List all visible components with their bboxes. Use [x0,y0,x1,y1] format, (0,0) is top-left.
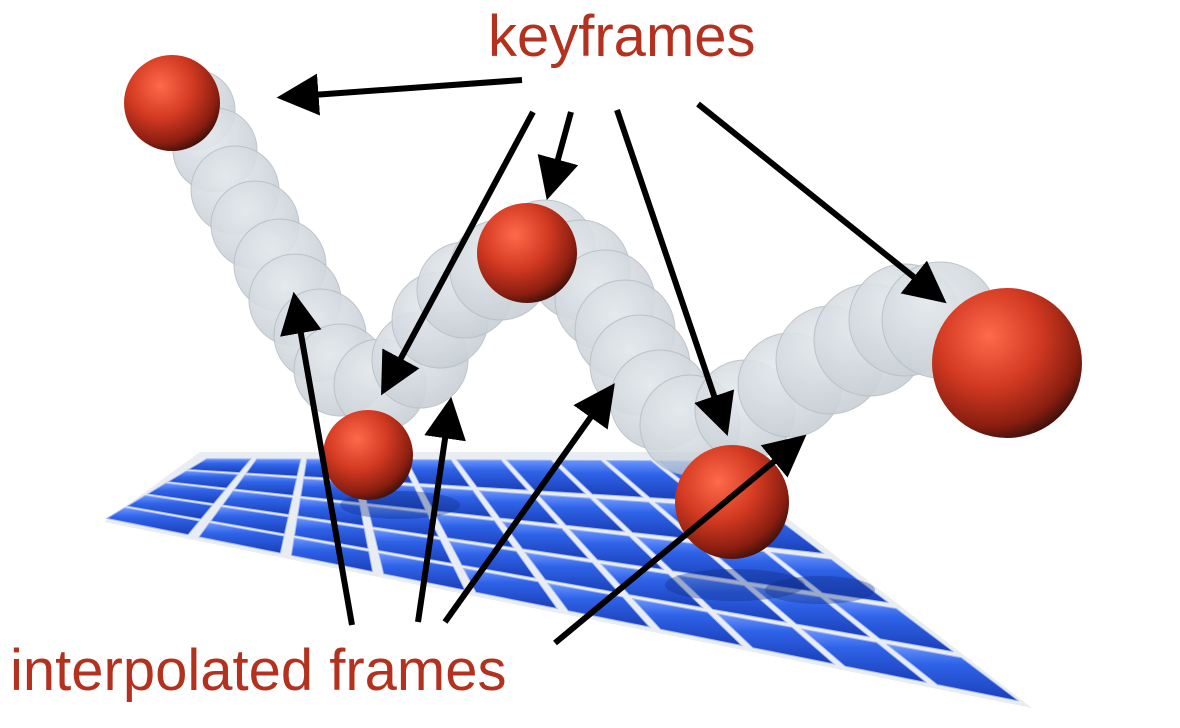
arrows [276,73,947,646]
ball-shadow [665,569,805,601]
floor-tile [221,490,293,516]
arrow [614,109,735,436]
floor-tile [455,459,529,491]
arrow [276,73,523,116]
floor-tile [293,517,369,550]
keyframe-ball [477,203,577,303]
floor-tile [198,522,285,554]
keyframe-ball [323,410,413,500]
arrow [442,383,615,624]
floor-tile [166,470,239,489]
arrow [280,291,355,626]
floor-tile [478,490,560,526]
floor-tile [568,528,665,571]
arrow [553,434,807,646]
ball-shadow [765,576,875,604]
floor-tile [631,597,744,647]
keyframes-label: keyframes [488,4,756,69]
floor-tile [715,613,836,665]
interpolated-frames-path [154,69,999,476]
floor-tile [501,521,590,560]
floor-tile [886,643,1019,702]
floor-tile [233,474,298,496]
arrow [696,101,947,304]
interpolated-frames-label: interpolated frames [10,638,507,703]
floor-tile [770,551,889,604]
arrow [537,111,579,201]
floor-tile [800,628,927,683]
floor-tile [290,537,374,573]
floor-tile [434,513,515,549]
floor-tile [367,505,440,538]
floor-tile [675,574,788,624]
keyframe-ball [124,55,220,151]
floor-tile [210,506,289,535]
floor-tile [372,529,453,565]
floor-tile [555,459,645,498]
keyframe-ball [932,288,1082,438]
floor-tile [245,458,302,477]
floor-tile [125,494,214,520]
arrow [381,110,536,396]
floor-tile [751,586,871,638]
floor-tile [827,597,954,653]
floor-tile [105,507,201,536]
floor-tile [187,458,252,474]
floor-tile [146,482,227,505]
keyframe-balls [124,55,1082,559]
floor-tile [537,494,626,533]
arrow [415,396,466,623]
